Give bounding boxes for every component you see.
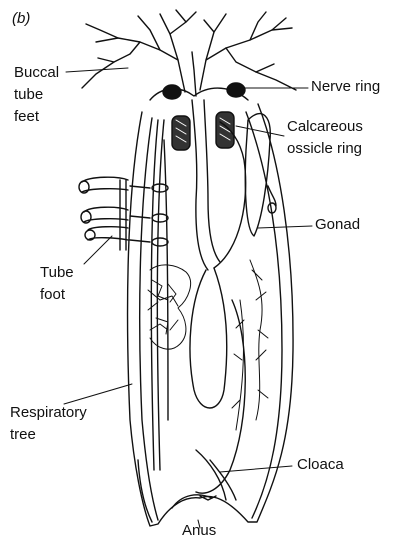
nerve-ring-shape [227, 83, 245, 97]
label-respiratory-line1: Respiratory [10, 404, 87, 422]
buccal-tentacles [82, 10, 296, 96]
tube-feet-illustration [79, 177, 168, 250]
label-buccal-tube-feet-line1: Buccal [14, 64, 59, 82]
panel-label: (b) [12, 10, 30, 28]
intestine-loop [190, 268, 227, 408]
label-cloaca: Cloaca [297, 456, 344, 474]
label-gonad: Gonad [315, 216, 360, 234]
label-calcareous-line2: ossicle ring [287, 140, 362, 158]
respiratory-tree-shape [148, 260, 268, 430]
label-anus: Anus [182, 522, 216, 540]
label-respiratory-line2: tree [10, 426, 36, 444]
body-wall-inner [140, 118, 158, 520]
label-buccal-tube-feet-line3: feet [14, 108, 39, 126]
label-calcareous-line1: Calcareous [287, 118, 363, 136]
ossicle-ring [172, 112, 234, 150]
label-buccal-tube-feet-line2: tube [14, 86, 43, 104]
label-nerve-ring: Nerve ring [311, 78, 380, 96]
label-tube-foot-line2: foot [40, 286, 65, 304]
label-tube-foot-line1: Tube [40, 264, 74, 282]
